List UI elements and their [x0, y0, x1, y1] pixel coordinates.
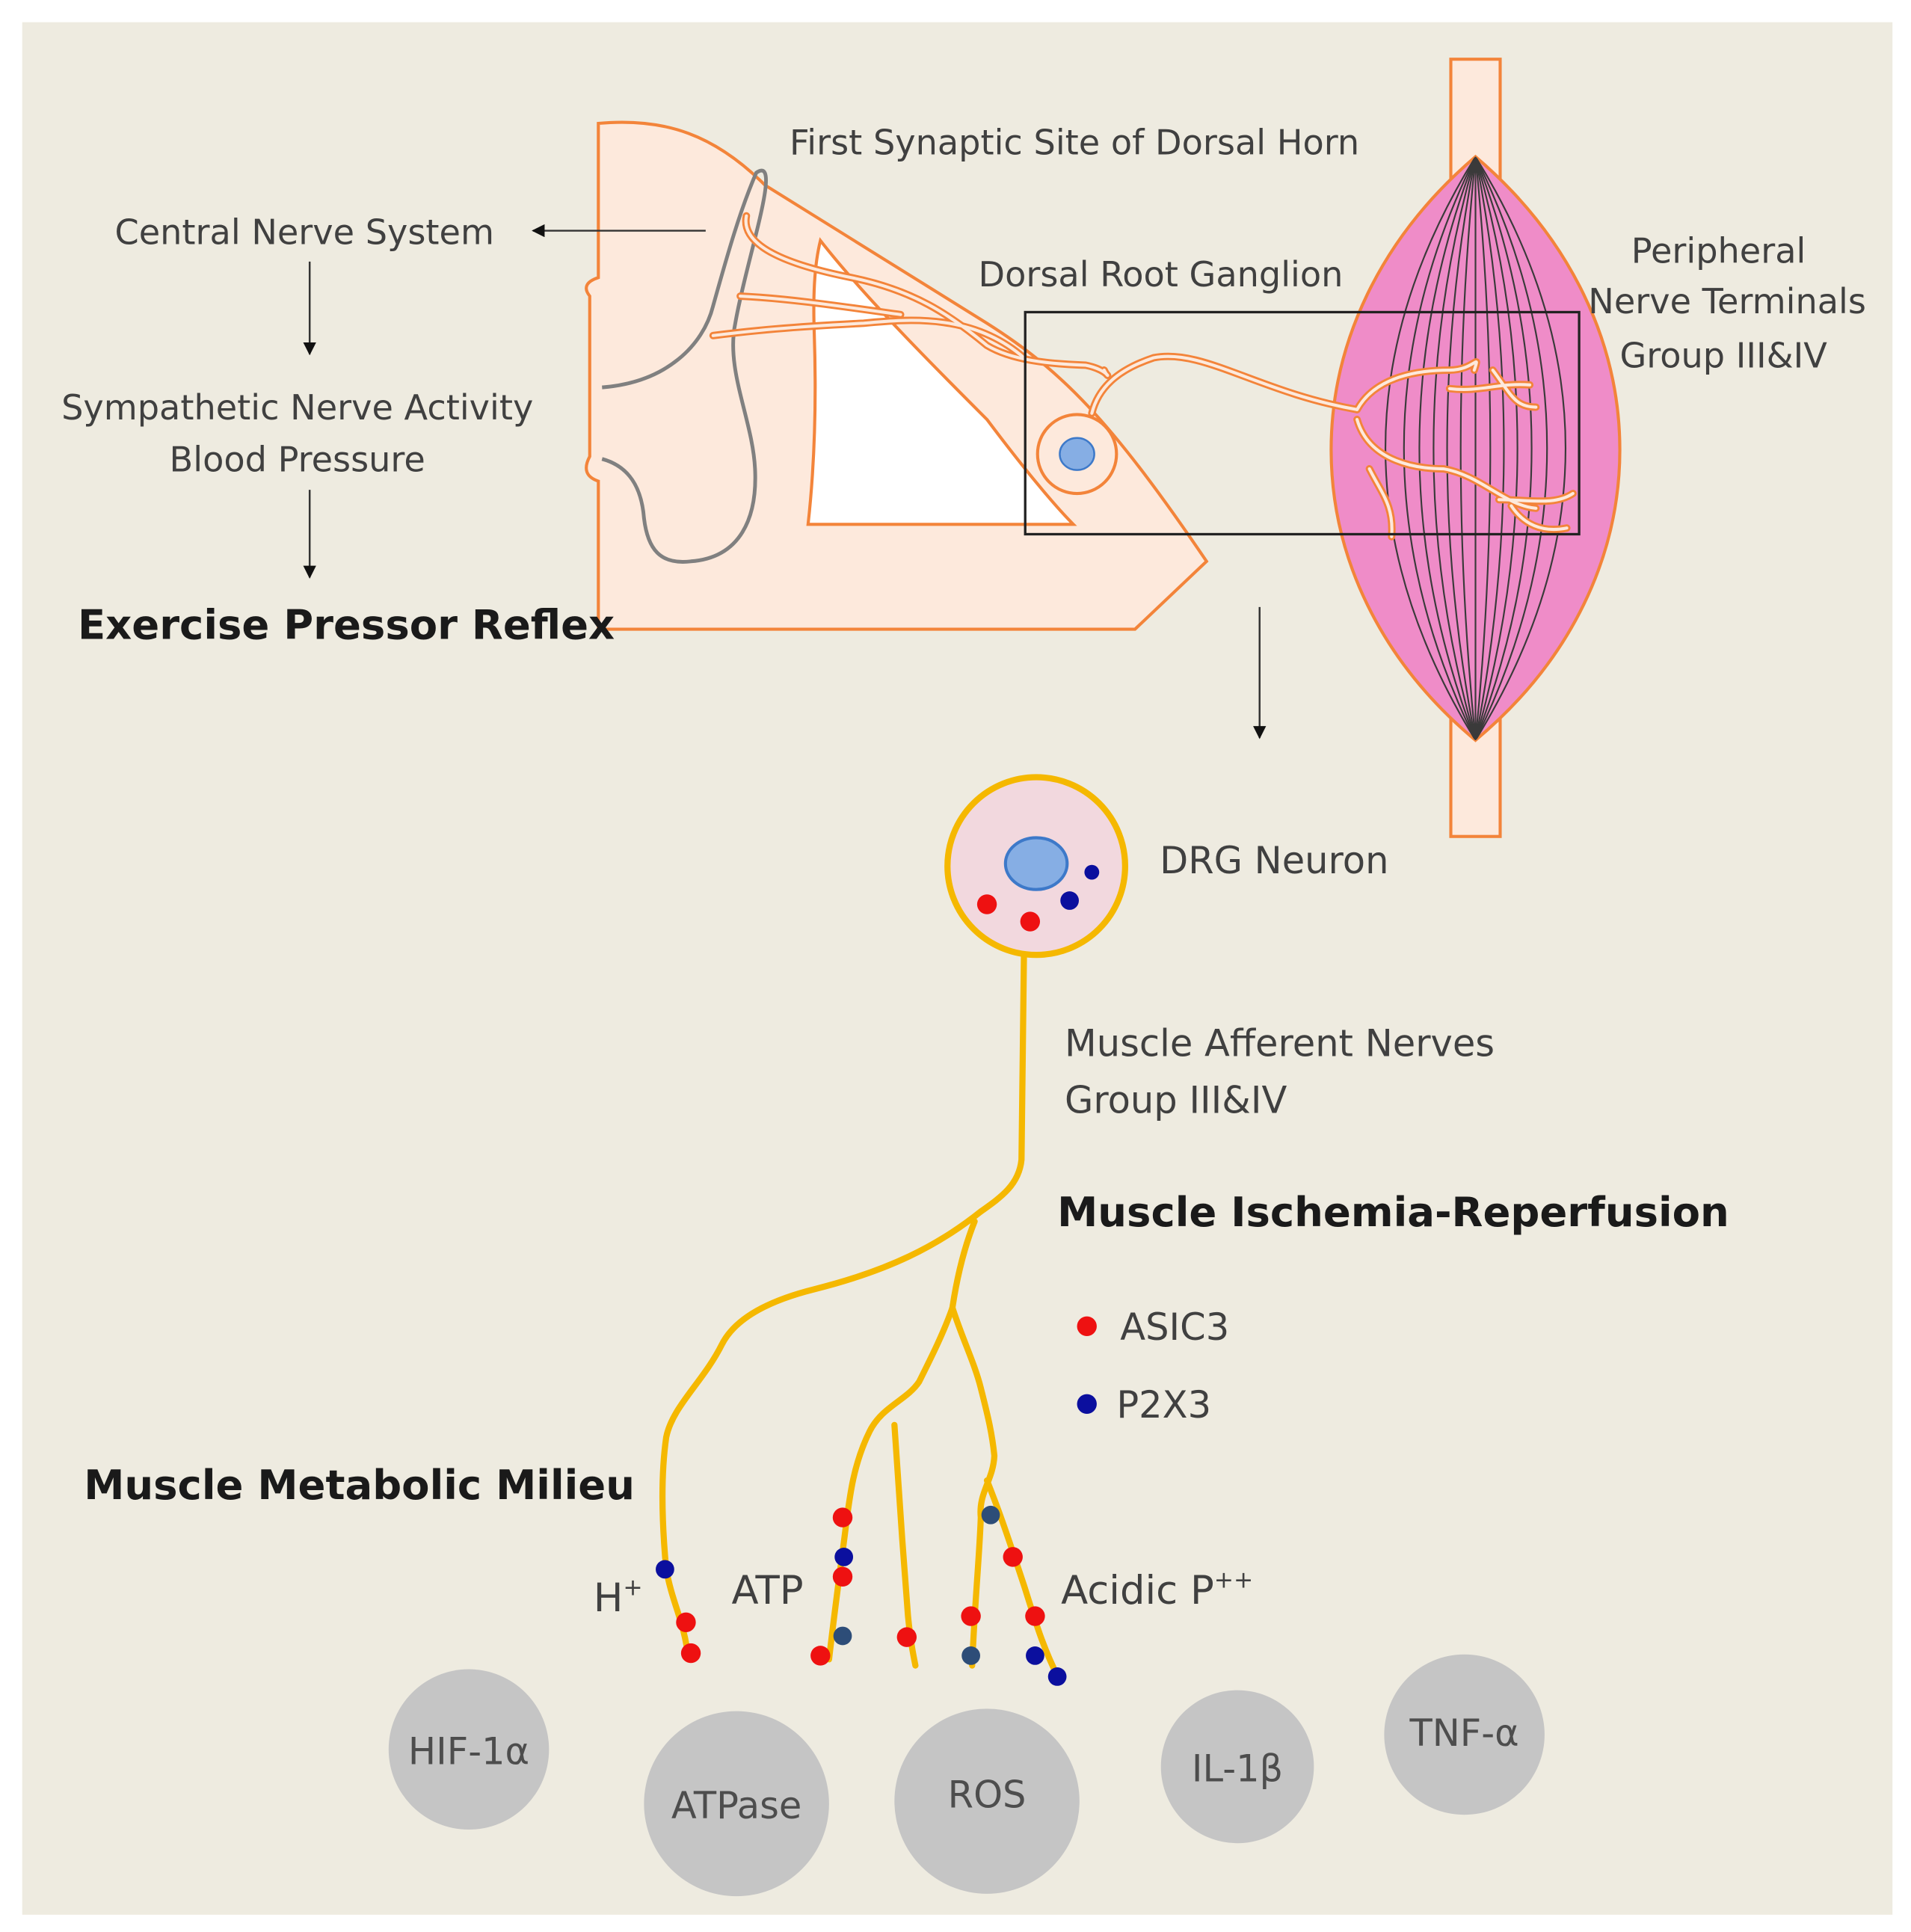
ganglion-nucleus	[1059, 437, 1095, 471]
legend-p2x3-label: P2X3	[1116, 1383, 1211, 1427]
label-atp: ATP	[732, 1568, 804, 1613]
neuron-axon-trunk	[979, 952, 1027, 1214]
asic3-channel-dot	[1025, 1606, 1045, 1626]
asic3-channel-dot	[832, 1566, 853, 1587]
legend-asic3-dot	[1077, 1316, 1097, 1337]
molecule-atpase-label: ATPase	[671, 1784, 801, 1827]
afferent-nerve-fiber	[709, 212, 1577, 541]
molecule-atpase-circle	[644, 1711, 829, 1897]
p2x3-channel-dot	[1084, 864, 1100, 880]
molecule-tnfa-label: TNF-α	[1409, 1711, 1519, 1755]
molecule-hif1a-label: HIF-1α	[408, 1730, 529, 1773]
label-ischemia-reperfusion: Muscle Ischemia-Reperfusion	[1057, 1188, 1729, 1236]
asic3-channel-dot	[976, 894, 997, 914]
slate-channel-dot	[981, 1505, 1000, 1525]
label-acidic-p: Acidic P++	[1061, 1567, 1253, 1613]
label-peripheral-line2: Nerve Terminals	[1588, 281, 1866, 322]
label-muscle-metabolic-milieu: Muscle Metabolic Milieu	[84, 1461, 635, 1509]
label-h-plus: H+	[594, 1575, 643, 1621]
asic3-channel-dot	[680, 1643, 701, 1664]
legend-p2x3-dot	[1077, 1394, 1097, 1414]
p2x3-channel-dot	[1026, 1646, 1044, 1665]
label-peripheral-line3: Group III&IV	[1619, 336, 1827, 376]
skeletal-muscle	[1329, 58, 1622, 838]
label-dorsal-root-ganglion: Dorsal Root Ganglion	[979, 254, 1344, 295]
asic3-channel-dot	[961, 1606, 981, 1626]
label-peripheral-line1: Peripheral	[1631, 230, 1806, 271]
asic3-channel-dot	[1020, 911, 1041, 932]
asic3-channel-dot	[810, 1646, 831, 1666]
muscle-fibers	[1384, 156, 1567, 741]
p2x3-channel-dot	[834, 1548, 854, 1566]
h-plus-base: H	[594, 1575, 624, 1621]
asic3-channel-dot	[832, 1507, 853, 1528]
label-sympathetic-activity: Sympathetic Nerve Activity	[61, 387, 533, 428]
label-afferent-line1: Muscle Afferent Nerves	[1065, 1021, 1495, 1065]
molecule-il1b-circle	[1160, 1690, 1314, 1844]
legend-asic3-label: ASIC3	[1120, 1305, 1229, 1349]
channel-legend: ASIC3 P2X3	[1077, 1305, 1229, 1427]
p2x3-channel-dot	[656, 1560, 674, 1579]
label-first-synaptic-site: First Synaptic Site of Dorsal Horn	[790, 122, 1359, 162]
molecule-tnfa-circle	[1384, 1654, 1545, 1815]
slate-channel-dot	[961, 1646, 981, 1665]
drg-neuron-nucleus	[1003, 836, 1069, 891]
p2x3-channel-dot	[1047, 1667, 1067, 1686]
asic3-channel-dot	[1003, 1547, 1023, 1567]
asic3-channel-dot	[896, 1627, 917, 1647]
label-drg-neuron: DRG Neuron	[1160, 839, 1388, 882]
zoom-region-box	[1024, 310, 1581, 536]
acidic-sup: ++	[1214, 1567, 1254, 1594]
label-blood-pressure: Blood Pressure	[170, 439, 425, 479]
label-central-nerve-system: Central Nerve System	[114, 212, 493, 253]
label-afferent-line2: Group III&IV	[1065, 1078, 1287, 1122]
molecule-il1b-label: IL-1β	[1192, 1747, 1283, 1791]
asic3-channel-dot	[676, 1612, 696, 1633]
molecule-hif1a-circle	[388, 1669, 550, 1830]
molecule-ros-circle	[894, 1708, 1080, 1894]
molecule-circles: HIF-1α ATPase ROS IL-1β TNF-α	[388, 1654, 1545, 1897]
drg-neuron	[944, 774, 1129, 1214]
acidic-base: Acidic P	[1061, 1568, 1214, 1613]
h-plus-sup: +	[623, 1575, 642, 1602]
label-exercise-pressor-reflex: Exercise Pressor Reflex	[78, 601, 615, 649]
terminal-channel-dots	[656, 1505, 1067, 1686]
grey-matter-outline	[601, 168, 768, 564]
molecule-ros-label: ROS	[948, 1773, 1027, 1816]
slate-channel-dot	[833, 1626, 852, 1646]
p2x3-channel-dot	[1060, 891, 1080, 910]
